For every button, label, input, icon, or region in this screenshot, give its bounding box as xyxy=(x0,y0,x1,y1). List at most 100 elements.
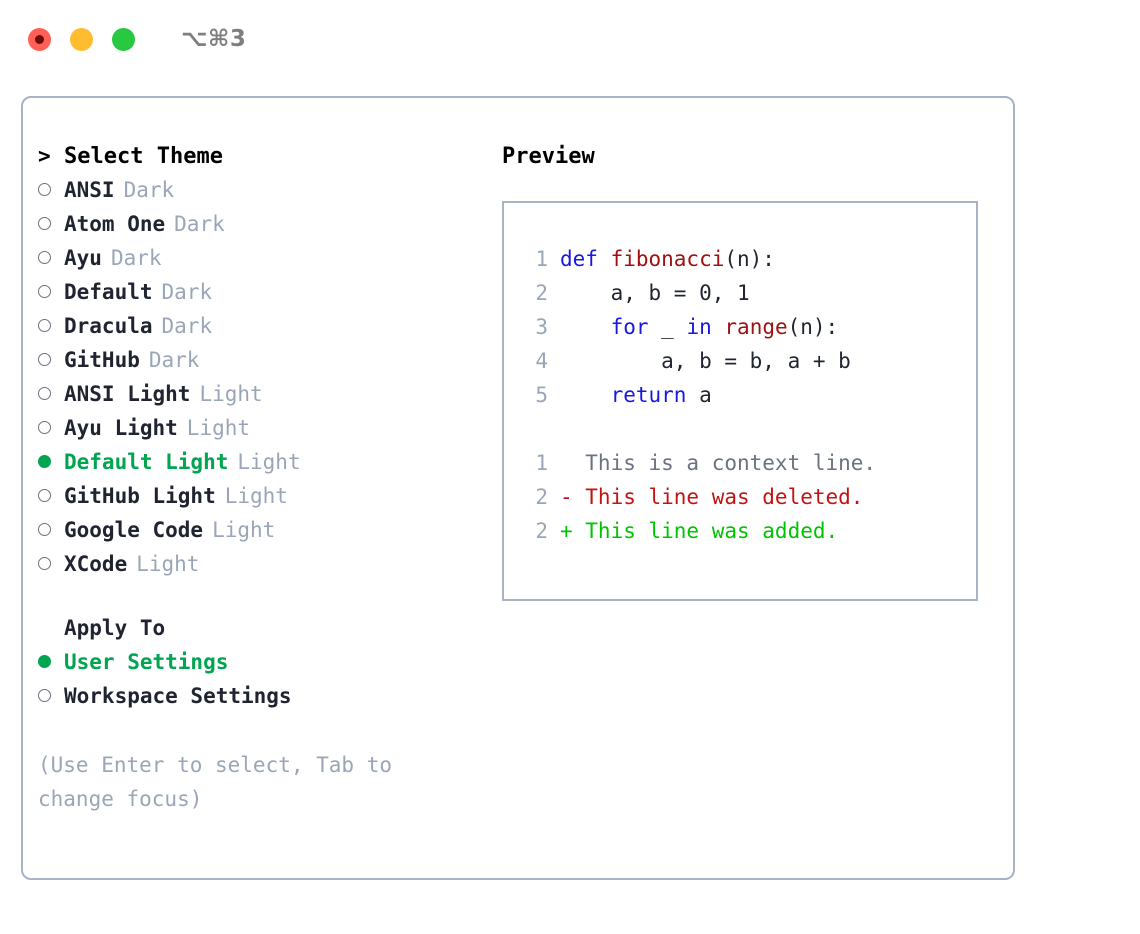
theme-list-item[interactable]: ANSI Dark xyxy=(38,178,478,212)
radio-unselected-icon[interactable] xyxy=(38,178,64,202)
radio-glyph xyxy=(38,319,51,332)
apply-to-label: Workspace Settings xyxy=(64,684,292,708)
apply-to-list-item[interactable]: Workspace Settings xyxy=(38,684,478,718)
theme-list-item[interactable]: GitHub Light Light xyxy=(38,484,478,518)
theme-name-label: Default xyxy=(64,280,153,304)
preview-box: 1 def fibonacci (n): 2 a, b = 0, 1 3 for _ i… xyxy=(502,201,978,601)
close-button[interactable] xyxy=(28,27,51,51)
code-token: a xyxy=(686,383,712,407)
radio-unselected-icon[interactable] xyxy=(38,518,64,542)
code-token: def xyxy=(560,247,611,271)
page-title: Select Theme xyxy=(64,144,223,169)
apply-to-header-spacer: o xyxy=(38,616,64,640)
code-line-number: 2 xyxy=(535,281,548,305)
section-spacer xyxy=(38,586,478,616)
radio-unselected-icon[interactable] xyxy=(38,382,64,406)
close-indicator-dot xyxy=(35,34,44,44)
code-line-number: 4 xyxy=(535,349,548,373)
code-token: range xyxy=(724,315,788,339)
diff-line: 2 + This line was added. xyxy=(522,519,976,553)
diff-line-text: - This line was deleted. xyxy=(560,485,864,509)
theme-variant-label: Dark xyxy=(174,212,225,236)
radio-unselected-icon[interactable] xyxy=(38,246,64,270)
theme-name-label: XCode xyxy=(64,552,128,576)
code-line: 5 return a xyxy=(522,383,976,417)
theme-name-label: ANSI xyxy=(64,178,115,202)
code-line-number: 5 xyxy=(535,383,548,407)
radio-unselected-icon[interactable] xyxy=(38,684,64,708)
radio-glyph xyxy=(38,353,51,366)
code-token: in xyxy=(686,315,712,339)
radio-glyph xyxy=(38,217,51,230)
theme-name-label: Ayu Light xyxy=(64,416,178,440)
code-token xyxy=(560,383,611,407)
radio-glyph xyxy=(38,183,51,196)
code-sample-block: 1 def fibonacci (n): 2 a, b = 0, 1 3 for _ i… xyxy=(522,247,976,417)
code-diff-spacer xyxy=(522,417,976,451)
theme-name-label: Dracula xyxy=(64,314,153,338)
radio-glyph xyxy=(38,455,51,468)
theme-name-label: GitHub xyxy=(64,348,140,372)
code-token: (n): xyxy=(787,315,839,339)
code-token xyxy=(560,315,611,339)
diff-line: 1 This is a context line. xyxy=(522,451,976,485)
radio-glyph xyxy=(38,557,51,570)
theme-list-item[interactable]: XCode Light xyxy=(38,552,478,586)
diff-line: 2 - This line was deleted. xyxy=(522,485,976,519)
code-token: for xyxy=(610,315,649,339)
theme-variant-label: Light xyxy=(136,552,200,576)
radio-glyph xyxy=(38,251,51,264)
radio-unselected-icon[interactable] xyxy=(38,314,64,338)
diff-sample-block: 1 This is a context line.2- This line wa… xyxy=(522,451,976,553)
maximize-button[interactable] xyxy=(112,27,135,51)
theme-variant-label: Light xyxy=(199,382,263,406)
prompt-caret-icon: > xyxy=(38,144,51,168)
theme-name-label: Google Code xyxy=(64,518,204,542)
diff-line-text: + This line was added. xyxy=(560,519,839,543)
code-token: _ xyxy=(648,315,687,339)
keyboard-shortcut-label: ⌥⌘3 xyxy=(181,26,247,52)
code-token: a, b = b, a + b xyxy=(560,349,851,373)
radio-selected-icon[interactable] xyxy=(38,650,64,674)
radio-unselected-icon[interactable] xyxy=(38,484,64,508)
radio-unselected-icon[interactable] xyxy=(38,212,64,236)
apply-to-label: User Settings xyxy=(64,650,229,674)
code-token: fibonacci xyxy=(610,247,725,271)
code-line-number: 3 xyxy=(535,315,548,339)
theme-variant-label: Dark xyxy=(161,280,213,304)
theme-name-label: GitHub Light xyxy=(64,484,216,508)
minimize-button[interactable] xyxy=(70,27,93,51)
keyboard-hint-text: (Use Enter to select, Tab to change focu… xyxy=(38,753,393,811)
theme-list-item[interactable]: Atom One Dark xyxy=(38,212,478,246)
code-line: 3 for _ in range(n): xyxy=(522,315,976,349)
theme-name-label: ANSI Light xyxy=(64,382,191,406)
radio-unselected-icon[interactable] xyxy=(38,348,64,372)
radio-unselected-icon[interactable] xyxy=(38,416,64,440)
radio-glyph xyxy=(38,655,51,668)
code-line-number: 1 xyxy=(535,247,548,271)
apply-to-list-item[interactable]: User Settings xyxy=(38,650,478,684)
radio-selected-icon[interactable] xyxy=(38,450,64,474)
theme-variant-label: Light xyxy=(224,484,288,508)
radio-glyph xyxy=(38,689,51,702)
diff-line-number: 2 xyxy=(535,519,548,543)
radio-glyph xyxy=(38,285,51,298)
theme-variant-label: Dark xyxy=(123,178,175,202)
theme-list-item[interactable]: Default Dark xyxy=(38,280,478,314)
diff-line-number: 2 xyxy=(535,485,548,509)
radio-unselected-icon[interactable] xyxy=(38,552,64,576)
code-token: a, b = 0, 1 xyxy=(560,281,750,305)
theme-name-label: Atom One xyxy=(64,212,166,236)
diff-line-text: This is a context line. xyxy=(560,451,877,475)
radio-unselected-icon[interactable] xyxy=(38,280,64,304)
theme-list-item[interactable]: ANSI Light Light xyxy=(38,382,478,416)
radio-glyph xyxy=(38,523,51,536)
